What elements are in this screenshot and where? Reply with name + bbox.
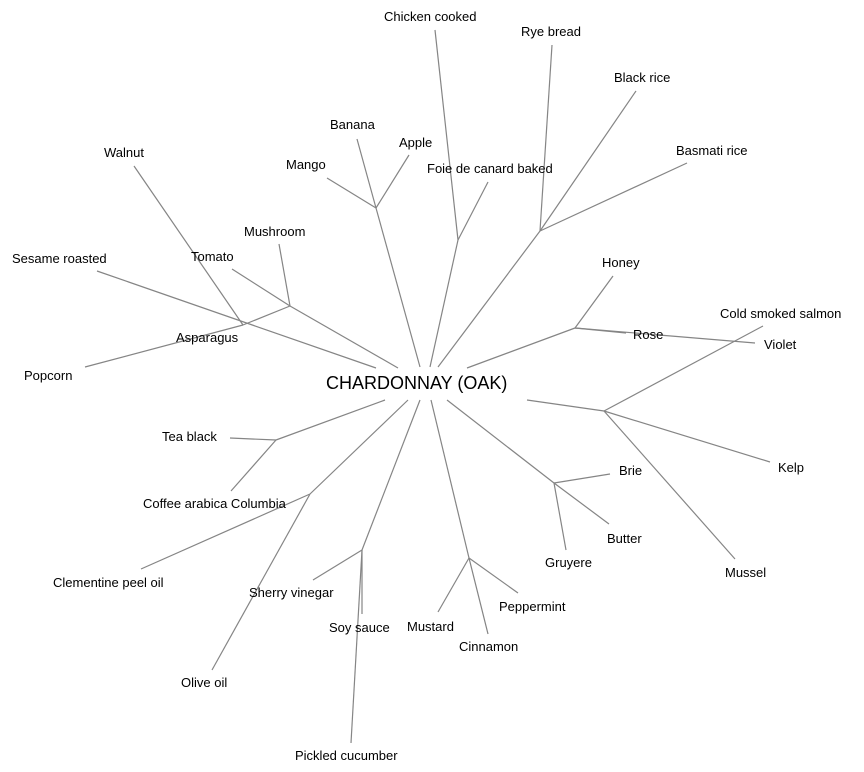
edge-basmati	[539, 162, 688, 232]
leaf-mustard: Mustard	[407, 619, 454, 634]
leaf-mussel: Mussel	[725, 565, 767, 580]
edge-olive	[211, 493, 311, 671]
edge-coffee	[230, 439, 277, 492]
edge-root-fruit	[375, 207, 421, 368]
edge-root-floral	[466, 327, 576, 369]
edge-root-grains	[437, 230, 541, 368]
leaf-foie-de-canard: Foie de canard baked	[427, 161, 553, 176]
edge-tea	[229, 437, 277, 441]
edge-violet	[574, 327, 756, 344]
leaf-walnut: Walnut	[104, 145, 144, 160]
edge-apple	[375, 154, 410, 209]
leaf-kelp: Kelp	[778, 460, 805, 475]
leaf-mango: Mango	[286, 157, 326, 172]
root-node-label: CHARDONNAY (OAK)	[326, 373, 508, 393]
edge-root-poultry	[429, 239, 459, 368]
edge-peppermint	[468, 557, 519, 594]
edge-mustard	[437, 557, 470, 613]
edge-blackrice	[539, 90, 637, 232]
edge-asparagus-node	[242, 305, 291, 326]
leaf-popcorn: Popcorn	[24, 368, 73, 383]
leaf-sesame-roasted: Sesame roasted	[12, 251, 107, 266]
leaf-butter: Butter	[607, 531, 642, 546]
edge-sesame	[96, 270, 377, 369]
edge-mussel	[603, 410, 736, 560]
leaf-asparagus: Asparagus	[176, 330, 239, 345]
leaf-basmati-rice: Basmati rice	[676, 143, 748, 158]
edge-honey	[574, 275, 614, 329]
edge-butter	[553, 482, 610, 525]
edge-gruyere	[553, 482, 567, 551]
edge-tomato	[231, 268, 291, 307]
leaf-black-rice: Black rice	[614, 70, 671, 85]
leaf-olive-oil: Olive oil	[181, 675, 228, 690]
edge-cinnamon	[468, 557, 489, 635]
edge-foie	[457, 181, 489, 241]
leaf-cinnamon: Cinnamon	[459, 639, 519, 654]
edge-root-oil	[309, 399, 409, 495]
edge-root-sea	[526, 399, 605, 412]
leaf-mushroom: Mushroom	[244, 224, 306, 239]
edge-root-spice	[430, 399, 470, 559]
leaf-soy-sauce: Soy sauce	[329, 620, 390, 635]
edge-root-infusion	[275, 399, 386, 441]
edge-popcorn	[84, 324, 244, 368]
edge-walnut	[133, 165, 244, 326]
edge-root-sour	[361, 399, 421, 551]
leaf-tea-black: Tea black	[162, 429, 217, 444]
leaf-cold-smoked-salmon: Cold smoked salmon	[720, 306, 842, 321]
leaf-apple: Apple	[399, 135, 433, 150]
edge-kelp	[603, 410, 771, 463]
leaf-sherry-vinegar: Sherry vinegar	[249, 585, 334, 600]
leaf-coffee-arabica: Coffee arabica Columbia	[143, 496, 286, 511]
leaf-chicken-cooked: Chicken cooked	[384, 9, 477, 24]
edge-chicken	[434, 29, 459, 241]
edge-rye	[539, 44, 553, 232]
edge-pickled	[350, 549, 363, 744]
leaf-rye-bread: Rye bread	[521, 24, 581, 39]
edge-banana	[356, 138, 377, 209]
leaf-tomato: Tomato	[191, 249, 234, 264]
edge-root-dairy	[446, 399, 555, 484]
leaf-rose: Rose	[633, 327, 664, 342]
leaf-brie: Brie	[619, 463, 643, 478]
leaf-violet: Violet	[764, 337, 797, 352]
edge-sherry	[312, 549, 363, 581]
edge-mango	[326, 177, 377, 209]
leaf-gruyere: Gruyere	[545, 555, 592, 570]
edge-root-nutty	[289, 305, 399, 369]
edge-clementine	[140, 493, 311, 570]
leaf-peppermint: Peppermint	[499, 599, 566, 614]
leaf-honey: Honey	[602, 255, 640, 270]
edge-mushroom	[278, 243, 291, 307]
leaf-clementine-peel-oil: Clementine peel oil	[53, 575, 164, 590]
leaf-banana: Banana	[330, 117, 375, 132]
edge-salmon	[603, 325, 764, 412]
edge-brie	[553, 473, 611, 484]
leaf-pickled-cucumber: Pickled cucumber	[295, 748, 398, 763]
